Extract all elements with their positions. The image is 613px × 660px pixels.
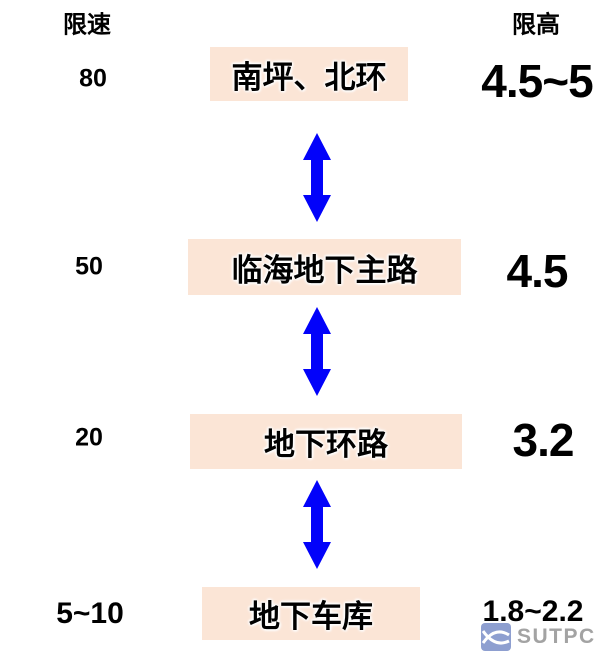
- speed-value-row3: 20: [75, 423, 103, 452]
- road-box-underground-garage: 地下车库: [202, 587, 420, 640]
- road-box-linhai-underground-main-road: 临海地下主路: [188, 239, 461, 295]
- height-value-row4: 1.8~2.2: [482, 595, 584, 628]
- road-name-label: 地下车库: [249, 599, 373, 634]
- speed-value-row1: 80: [79, 64, 107, 93]
- speed-value-row4: 5~10: [56, 597, 124, 630]
- height-value-row2: 4.5: [506, 245, 569, 297]
- height-value-row1: 4.5~5: [481, 55, 593, 107]
- speed-column-header: 限速: [63, 11, 111, 39]
- road-name-label: 临海地下主路: [231, 252, 418, 288]
- speed-value-row2: 50: [75, 252, 103, 281]
- double-arrow-icon: [303, 133, 331, 222]
- height-column-header: 限高: [512, 11, 560, 39]
- height-value-row3: 3.2: [512, 414, 575, 466]
- sutpc-logo-text: SUTPC: [517, 625, 596, 648]
- sutpc-wave-icon: [481, 623, 511, 651]
- double-arrow-icon: [303, 307, 331, 396]
- double-arrow-icon: [303, 480, 331, 569]
- road-name-label: 南坪、北环: [231, 59, 387, 95]
- sutpc-logo: SUTPC: [481, 623, 596, 651]
- road-box-underground-ring-road: 地下环路: [190, 414, 462, 469]
- road-name-label: 地下环路: [264, 427, 388, 462]
- road-box-nanping-beihuan: 南坪、北环: [210, 47, 408, 101]
